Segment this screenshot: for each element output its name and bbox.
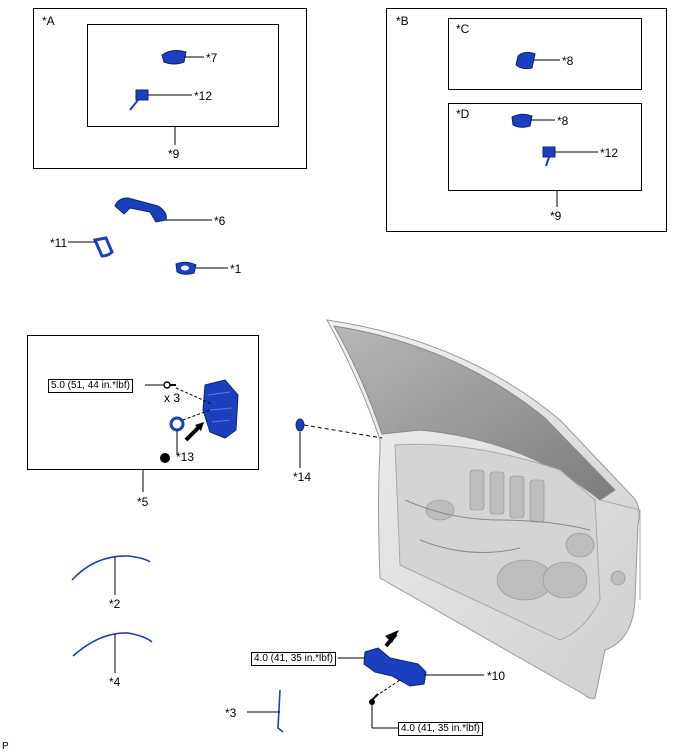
callout-3: *3 <box>225 706 237 720</box>
corner-code: P <box>2 741 9 752</box>
torque-spec-3: 4.0 (41, 35 in.*lbf) <box>398 722 483 736</box>
box-a <box>33 8 307 169</box>
part-7-icon <box>161 50 187 65</box>
part-14-icon <box>295 418 305 432</box>
part-12-d-icon <box>542 146 556 167</box>
door-lock-icon <box>202 379 239 439</box>
arrow-icon <box>184 422 204 442</box>
part-6-icon <box>114 197 167 223</box>
door-panel <box>326 319 641 700</box>
box-5 <box>27 335 259 470</box>
part-10-icon <box>363 647 427 687</box>
callout-8-d: *8 <box>557 114 569 128</box>
box-a-inner <box>87 24 279 127</box>
part-8-d-icon <box>511 113 533 128</box>
callout-4: *4 <box>109 675 121 689</box>
box-d <box>448 103 642 191</box>
box-b <box>386 8 667 232</box>
torque-spec-2: 4.0 (41, 35 in.*lbf) <box>251 652 336 666</box>
box-b-label: *B <box>396 14 409 28</box>
callout-7: *7 <box>206 51 218 65</box>
box-c <box>448 18 642 90</box>
part-12-a-icon <box>129 89 149 111</box>
ring-13-icon <box>169 416 185 432</box>
callout-12-d: *12 <box>600 146 619 160</box>
torque-spec-1: 5.0 (51, 44 in.*lbf) <box>48 379 133 393</box>
box-c-label: *C <box>456 22 470 36</box>
callout-14: *14 <box>293 470 312 484</box>
quantity-label: x 3 <box>164 391 181 405</box>
apply-grease-icon <box>160 453 170 463</box>
callout-5: *5 <box>137 495 149 509</box>
part-11-icon <box>92 236 114 258</box>
screw-icon <box>163 381 176 389</box>
cable-2-icon <box>71 555 151 581</box>
callout-6: *6 <box>214 214 226 228</box>
callout-9-a: *9 <box>168 147 180 161</box>
part-8-c-icon <box>515 51 536 70</box>
callout-2: *2 <box>109 597 121 611</box>
callout-11: *11 <box>50 236 68 250</box>
arrow-10-icon <box>384 630 399 648</box>
box-a-label: *A <box>42 14 55 28</box>
callout-10: *10 <box>487 669 506 683</box>
callout-12-a: *12 <box>194 89 213 103</box>
box-d-label: *D <box>456 107 470 121</box>
part-1-icon <box>175 261 197 275</box>
callout-13: *13 <box>176 450 195 464</box>
callout-9-d: *9 <box>550 209 562 223</box>
callout-8-c: *8 <box>562 54 574 68</box>
cable-4-icon <box>72 632 153 657</box>
callout-1: *1 <box>230 262 242 276</box>
rod-3-icon <box>277 689 284 733</box>
